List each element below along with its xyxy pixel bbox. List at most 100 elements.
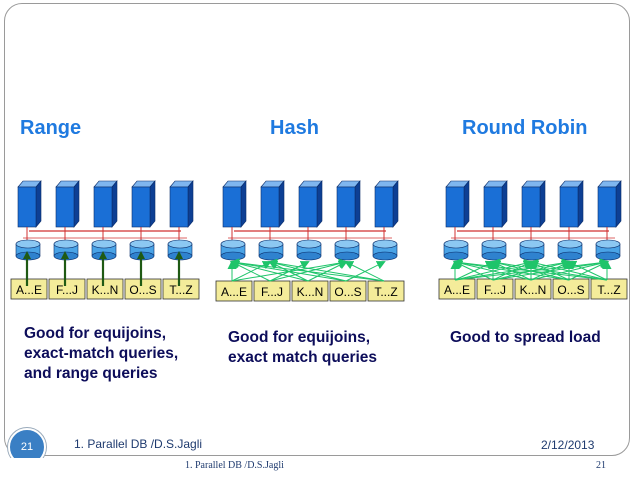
disk-icon [53, 239, 79, 249]
caption-range-line-1: Good for equijoins, [24, 325, 167, 342]
server-icon [597, 186, 617, 228]
caption-round-robin: Good to spread load [450, 328, 601, 348]
server-side [111, 180, 118, 228]
disk-icon [91, 239, 117, 249]
partition-label-box [329, 280, 367, 302]
partition-label-box [86, 278, 124, 300]
server-icon [336, 186, 356, 228]
partition-label: F...J [261, 285, 283, 299]
disk-icon [481, 239, 507, 249]
partition-label: A...E [16, 283, 42, 297]
server-side [35, 180, 42, 228]
disk-icon [372, 239, 398, 249]
round-robin-arrow [453, 258, 608, 281]
partition-label-box [10, 278, 48, 300]
disk-icon [167, 239, 193, 249]
title-round-robin: Round Robin [462, 117, 588, 139]
round-robin-arrow [453, 259, 532, 281]
bottom-strip [0, 458, 638, 479]
partition-label: K...N [297, 285, 324, 299]
caption-range-line-2: exact-match queries, [24, 345, 179, 362]
partition-label: T...Z [374, 285, 397, 299]
server-icon [131, 186, 151, 228]
caption-hash-line-2: exact match queries [228, 349, 378, 366]
server-side [316, 180, 323, 228]
disk-bottom [220, 251, 246, 261]
slide-frame [4, 3, 630, 456]
partition-label-box [367, 280, 405, 302]
server-side [278, 180, 285, 228]
disk-icon [296, 239, 322, 249]
disk-icon [334, 239, 360, 249]
disk-bottom [334, 251, 360, 261]
partition-label: K...N [520, 283, 547, 297]
server-side [149, 180, 156, 228]
disk-bottom [519, 251, 545, 261]
bottom-author: 1. Parallel DB /D.S.Jagli [185, 460, 284, 471]
partition-label: T...Z [597, 283, 620, 297]
partition-label: F...J [56, 283, 78, 297]
disk-icon [220, 239, 246, 249]
round-robin-arrow [567, 260, 608, 281]
caption-range-line-3: and range queries [24, 365, 158, 382]
hash-arrow [230, 258, 347, 282]
caption-hash-line-1: Good for equijoins, [228, 329, 371, 346]
partition-label: A...E [444, 283, 470, 297]
caption-round-robin-line-1: Good to spread load [450, 329, 601, 346]
server-side [463, 180, 470, 228]
partition-label-box [48, 278, 86, 300]
partition-label: O...S [557, 283, 584, 297]
caption-hash: Good for equijoins, exact match queries [228, 328, 377, 368]
disk-icon [443, 239, 469, 249]
disk-icon [557, 239, 583, 249]
disk-bottom [443, 251, 469, 261]
server-icon [260, 186, 280, 228]
round-robin-arrow [529, 259, 608, 281]
partition-label: O...S [129, 283, 156, 297]
server-icon [17, 186, 37, 228]
partition-label: T...Z [169, 283, 192, 297]
server-side [615, 180, 622, 228]
disk-bottom [296, 251, 322, 261]
hash-arrow [344, 261, 385, 282]
partition-label-box [590, 278, 628, 300]
disk-bottom [595, 251, 621, 261]
disk-bottom [258, 251, 284, 261]
round-robin-arrow [453, 258, 570, 281]
partition-label-box [124, 278, 162, 300]
partition-label-box [291, 280, 329, 302]
bottom-page-number: 21 [596, 460, 606, 471]
partition-label-box [162, 278, 200, 300]
partition-label: F...J [484, 283, 506, 297]
server-side [240, 180, 247, 228]
disk-icon [15, 239, 41, 249]
server-icon [521, 186, 541, 228]
server-side [73, 180, 80, 228]
title-range: Range [20, 117, 82, 139]
server-icon [93, 186, 113, 228]
server-icon [298, 186, 318, 228]
disk-icon [519, 239, 545, 249]
title-hash: Hash [270, 117, 319, 139]
server-side [187, 180, 194, 228]
server-icon [222, 186, 242, 228]
server-side [577, 180, 584, 228]
hash-arrow [230, 259, 309, 282]
server-side [539, 180, 546, 228]
caption-range: Good for equijoins, exact-match queries,… [24, 324, 178, 384]
hash-arrow [230, 258, 385, 282]
disk-icon [258, 239, 284, 249]
server-side [354, 180, 361, 228]
server-icon [55, 186, 75, 228]
disk-icon [129, 239, 155, 249]
disk-bottom [481, 251, 507, 261]
hash-arrow [268, 258, 385, 282]
footer-author: 1. Parallel DB /D.S.Jagli [74, 437, 203, 451]
server-side [392, 180, 399, 228]
server-icon [374, 186, 394, 228]
server-side [501, 180, 508, 228]
disk-bottom [372, 251, 398, 261]
disk-bottom [557, 251, 583, 261]
